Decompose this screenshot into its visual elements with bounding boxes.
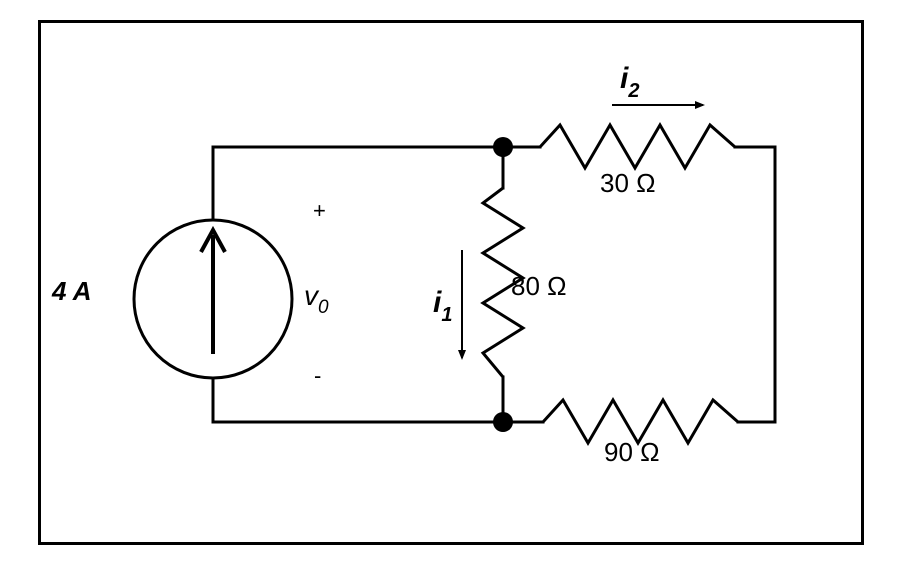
voltage-name: v [304,280,320,311]
left-top-wire [211,145,505,224]
wires [211,145,777,424]
right-wire [733,145,777,424]
source-label: 4 A [51,276,92,306]
current-i2-name: i [620,62,629,95]
voltage-subscript: 0 [318,297,329,318]
voltage-label: v0 [304,280,329,318]
voltage-plus-sign: + [313,198,326,223]
resistor-90-label: 90 Ω [604,437,660,467]
resistor-30-zigzag [538,122,736,171]
resistor-30-label: 30 Ω [600,168,656,198]
resistor-80-zigzag [480,186,526,378]
current-i2-subscript: 2 [627,80,639,102]
current-i1-label: i1 [433,286,452,326]
top-junction-dot [493,137,513,157]
current-i1-subscript: 1 [441,304,452,326]
resistor-80-label: 80 Ω [511,271,567,301]
current-i1-name: i [433,286,442,319]
bottom-junction-dot [493,412,513,432]
left-bottom-wire [211,375,505,424]
current-source-up-arrow-icon [199,225,227,253]
resistor-90-zigzag [541,397,739,446]
current-i2-label: i2 [620,62,639,102]
voltage-minus-sign: - [314,363,321,388]
current-source [132,218,294,380]
